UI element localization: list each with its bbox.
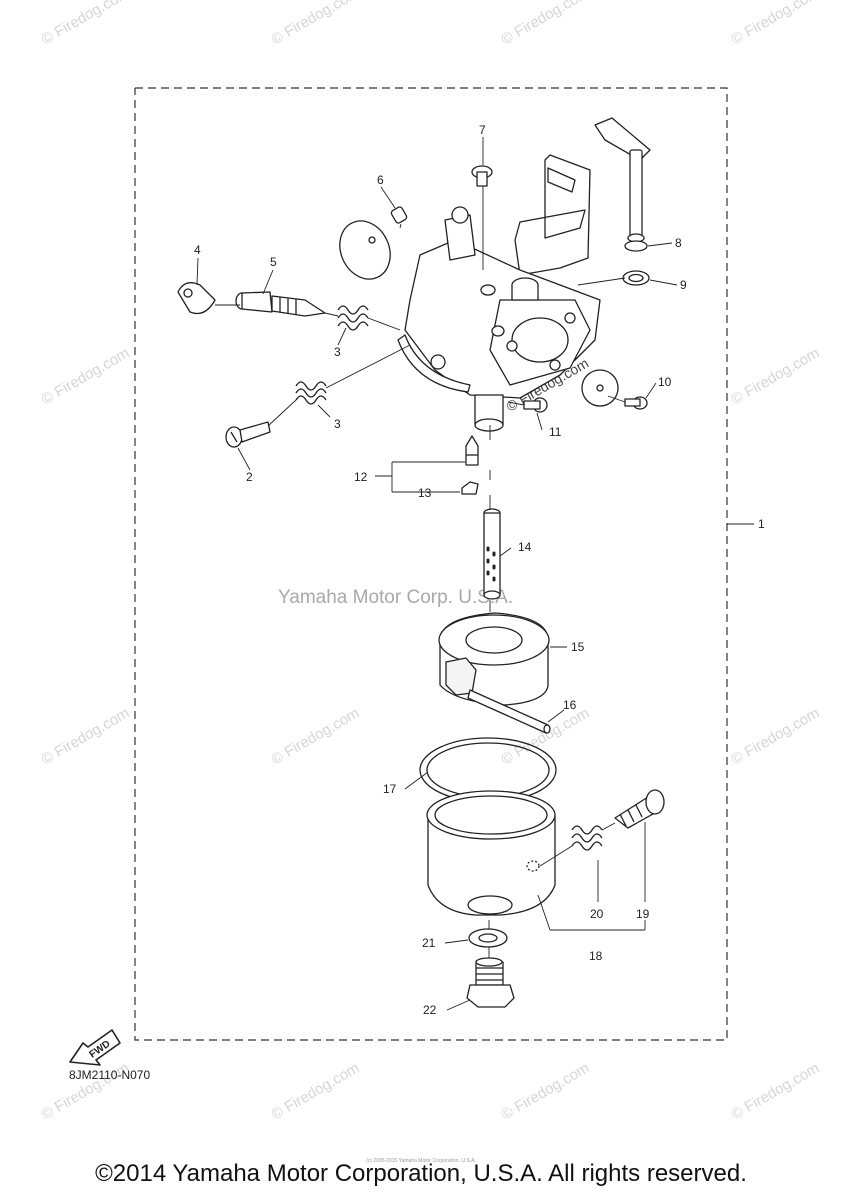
callout-9: 9 (680, 278, 687, 292)
throttle-linkage (514, 117, 651, 276)
throttle-plate (581, 369, 619, 407)
main-jet-14 (483, 508, 501, 600)
o-ring-8 (624, 240, 648, 252)
screw-7 (471, 165, 493, 187)
watermark-layer: © Firedog.com © Firedog.com © Firedog.co… (39, 0, 823, 1123)
callout-2: 2 (246, 470, 253, 484)
watermark: © Firedog.com (729, 704, 823, 768)
callout-8: 8 (675, 236, 682, 250)
fwd-arrow (69, 1029, 121, 1066)
carburetor-body (397, 206, 601, 432)
watermark: © Firedog.com (39, 0, 133, 48)
spring-20 (571, 825, 603, 851)
watermark: © Firedog.com (39, 344, 133, 408)
callout-labels: 1 2 3 3 4 5 6 7 8 9 10 11 12 13 14 15 16… (194, 123, 765, 1017)
leader-lines (196, 137, 754, 1011)
fine-print: (c) 2005-2015 Yamaha Motor Corporation, … (366, 1158, 476, 1164)
screw-6 (390, 206, 408, 224)
watermark: © Firedog.com (269, 0, 363, 48)
callout-15: 15 (571, 640, 585, 654)
watermark: © Firedog.com (729, 344, 823, 408)
callout-14: 14 (518, 540, 532, 554)
float-15 (438, 612, 550, 706)
spring-3-upper (337, 305, 369, 331)
callout-4: 4 (194, 243, 201, 257)
callout-5: 5 (270, 255, 277, 269)
watermark: © Firedog.com (39, 704, 133, 768)
float-bowl-18 (426, 790, 556, 916)
needle-valve-12 (465, 435, 479, 466)
callout-21: 21 (422, 936, 436, 950)
center-watermark: Yamaha Motor Corp. U.S.A. (278, 587, 513, 608)
assembly-boundary (134, 87, 728, 1041)
choke-plate (339, 220, 391, 280)
callout-17: 17 (383, 782, 397, 796)
watermark: © Firedog.com (269, 704, 363, 768)
callout-7: 7 (479, 123, 486, 137)
watermark: © Firedog.com (729, 1059, 823, 1123)
callout-11: 11 (549, 425, 562, 439)
callout-16: 16 (563, 698, 577, 712)
callout-1: 1 (758, 517, 765, 531)
callout-3: 3 (334, 417, 341, 431)
screw-2 (225, 421, 271, 448)
gasket-21 (468, 928, 508, 948)
drain-screw-22 (466, 957, 515, 1008)
screw-10 (624, 396, 648, 410)
copyright-notice: ©2014 Yamaha Motor Corporation, U.S.A. A… (95, 1160, 747, 1187)
callout-20: 20 (590, 907, 604, 921)
callout-13: 13 (418, 486, 432, 500)
callout-22: 22 (423, 1003, 437, 1017)
watermark: © Firedog.com (729, 0, 823, 48)
callout-19: 19 (636, 907, 650, 921)
pilot-screw-5 (235, 291, 326, 317)
watermark: © Firedog.com (499, 1059, 593, 1123)
float-pin-16 (467, 689, 551, 734)
callout-12: 12 (354, 470, 368, 484)
watermark: © Firedog.com (269, 1059, 363, 1123)
watermark: © Firedog.com (499, 0, 593, 48)
diagram-code: 8JM2110-N070 (69, 1068, 151, 1082)
clip-13 (461, 481, 479, 495)
callout-3: 3 (334, 345, 341, 359)
spring-3-lower (295, 381, 327, 405)
callout-6: 6 (377, 173, 384, 187)
callout-10: 10 (658, 375, 672, 389)
callout-18: 18 (589, 949, 603, 963)
screw-19 (614, 789, 665, 829)
cap-4 (177, 282, 216, 315)
